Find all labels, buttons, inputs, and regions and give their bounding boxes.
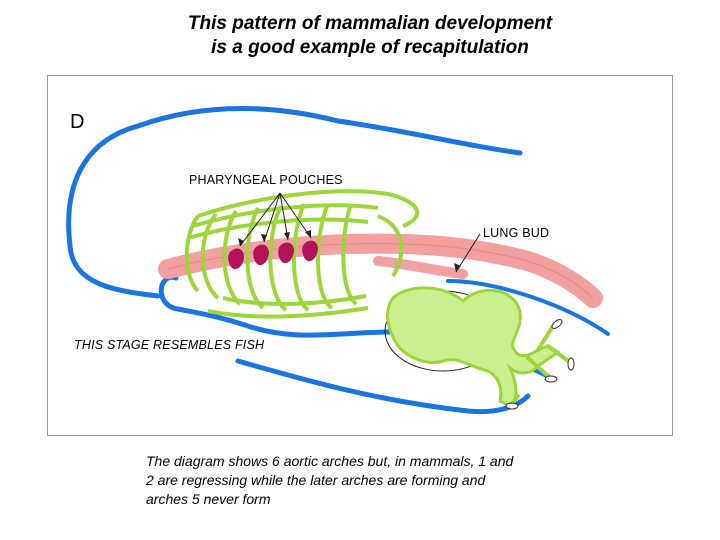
- caption-line-2: 2 are regressing while the later arches …: [146, 472, 486, 488]
- pharyngeal-pouches: [228, 240, 318, 270]
- pouch-pointer-arrows: [238, 230, 311, 246]
- pharyngeal-pouches-label: PHARYNGEAL POUCHES: [189, 173, 343, 187]
- embryo-back-outline: [446, 279, 610, 336]
- caption-line-3: arches 5 never form: [146, 491, 271, 507]
- embryo-dorsal-outline: [66, 106, 523, 299]
- title-line-2: is a good example of recapitulation: [211, 37, 529, 58]
- duct-openings: [505, 319, 575, 410]
- caption: The diagram shows 6 aortic arches but, i…: [146, 452, 586, 509]
- stage-note-label: THIS STAGE RESEMBLES FISH: [74, 338, 265, 352]
- slide-title: This pattern of mammalian development is…: [0, 12, 720, 60]
- title-line-1: This pattern of mammalian development: [187, 13, 553, 34]
- lung-bud-label: LUNG BUD: [483, 226, 550, 240]
- lung-bud-pointer-arrow: [454, 263, 461, 272]
- embryo-drawing: [66, 106, 610, 415]
- pharyngeal-arches: [184, 189, 419, 319]
- gut-region: [386, 286, 561, 408]
- lung-bud-shape: [373, 256, 468, 279]
- pouch-pointer-lines: [239, 192, 312, 247]
- caption-line-1: The diagram shows 6 aortic arches but, i…: [146, 453, 514, 469]
- embryo-diagram: D PHARYNGEAL POUCHES LUNG BUD THIS STAGE…: [47, 75, 673, 436]
- panel-label: D: [70, 111, 85, 133]
